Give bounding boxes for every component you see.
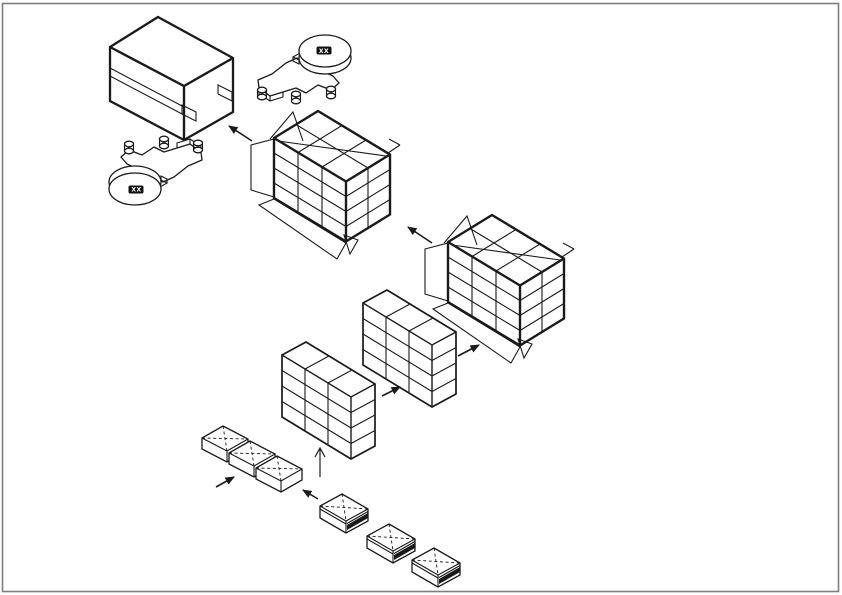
arrow-between-wrapped-stacks — [407, 226, 433, 244]
flow-arrows — [215, 125, 480, 500]
tape-tab-front — [181, 104, 197, 122]
arrow-between-stacks — [381, 386, 401, 397]
tape-machine-upper-right — [256, 34, 352, 105]
arrow-up-to-stack — [314, 446, 326, 477]
tape-machine-lower-left — [108, 135, 204, 206]
small-boxes — [319, 493, 461, 588]
box-stack-rear — [362, 289, 457, 408]
box-stack-front — [281, 341, 376, 460]
arrow-to-tray-row — [215, 476, 235, 488]
tape-tab-right — [217, 84, 233, 102]
wrapped-stack-left — [249, 109, 402, 261]
sealed-carton — [108, 15, 235, 142]
arrow-from-small-boxes — [302, 489, 319, 500]
tray-row — [201, 425, 303, 493]
tape-band — [109, 67, 185, 116]
arrow-to-wrapped-stack-right — [457, 344, 480, 357]
arrow-to-sealed-carton — [228, 125, 253, 142]
